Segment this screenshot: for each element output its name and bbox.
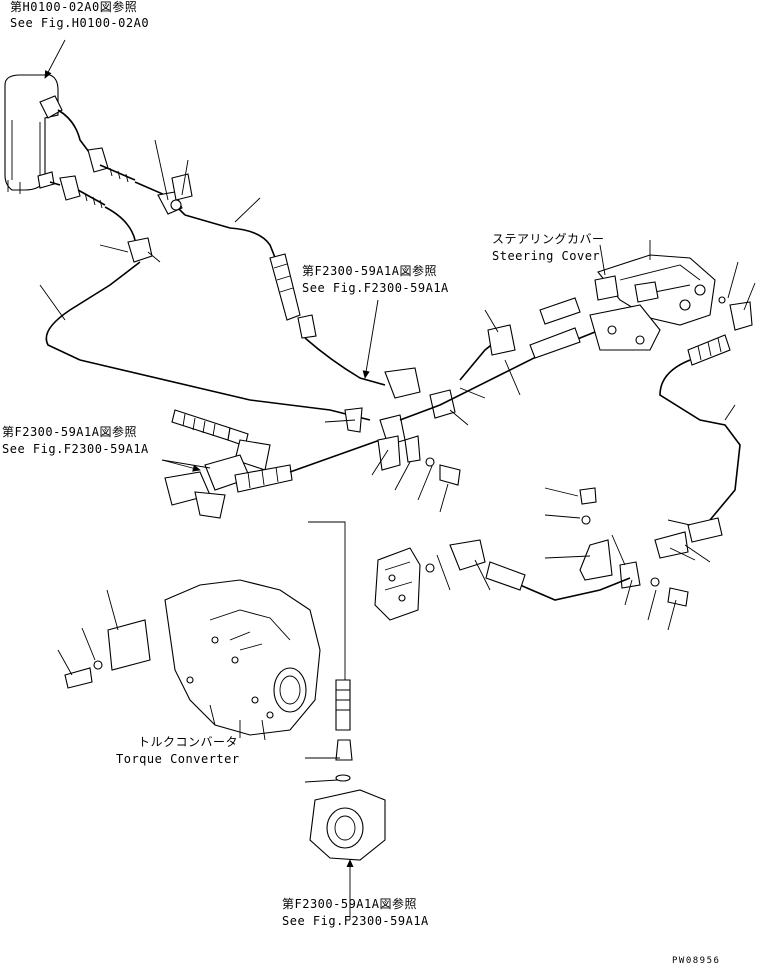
steering-cover-jp: ステアリングカバー: [492, 232, 605, 246]
callout-center-en: See Fig.F2300-59A1A: [302, 281, 449, 295]
callout-bottom-en: See Fig.F2300-59A1A: [282, 914, 429, 928]
pump-assembly: [309, 679, 386, 861]
callout-top-left-jp: 第H0100-02A0図参照: [10, 0, 138, 14]
callout-left-en: See Fig.F2300-59A1A: [2, 442, 149, 456]
callout-center-jp: 第F2300-59A1A図参照: [302, 264, 437, 278]
torque-converter-jp: トルクコンバータ: [138, 735, 239, 749]
steering-hoses: [487, 297, 741, 521]
bracket-left: [64, 619, 151, 689]
leader-lines: [39, 39, 756, 920]
torque-converter-en: Torque Converter: [116, 752, 240, 766]
torque-converter-housing: [164, 579, 321, 736]
left-hose-assembly: [164, 409, 381, 519]
fitting-near-tank: [157, 173, 193, 215]
suction-hose-upper: [57, 109, 281, 271]
valve-block: [374, 547, 421, 621]
hydraulic-tank: [4, 74, 63, 194]
suction-hose-lower: [45, 175, 371, 421]
callout-bottom-jp: 第F2300-59A1A図参照: [282, 897, 417, 911]
center-hose: [269, 253, 421, 399]
drawing-id: PW08956: [672, 956, 721, 966]
steering-cover-en: Steering Cover: [492, 249, 601, 263]
right-fittings: [425, 487, 723, 607]
callout-top-left-en: See Fig.H0100-02A0: [10, 16, 150, 30]
steering-valve: [589, 254, 753, 351]
callout-left-jp: 第F2300-59A1A図参照: [2, 425, 137, 439]
